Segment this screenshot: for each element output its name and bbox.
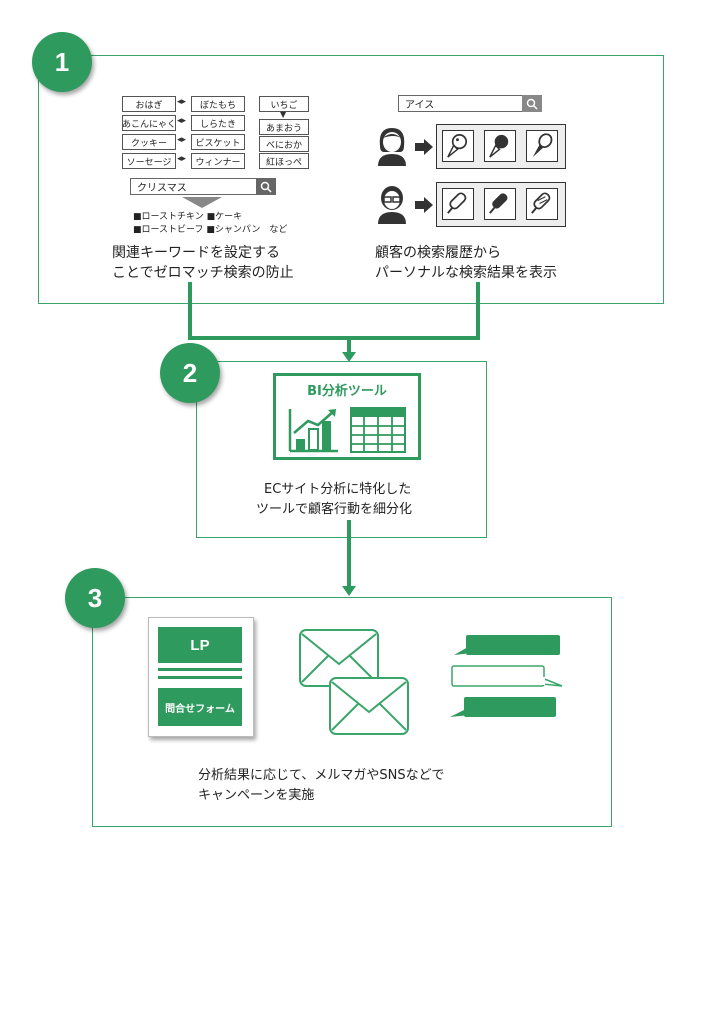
bar-chart-icon bbox=[288, 409, 338, 453]
ice-pop-icon bbox=[447, 192, 467, 214]
step1-caption-left-1: 関連キーワードを設定する bbox=[112, 245, 280, 261]
result-item bbox=[484, 130, 516, 162]
dropdown-triangle-icon bbox=[182, 197, 222, 208]
keyword-wiener: ウィンナー bbox=[191, 153, 245, 169]
search-button bbox=[256, 178, 276, 195]
envelope-icon bbox=[299, 629, 379, 687]
step3-caption-1: 分析結果に応じて、メルマガやSNSなどで bbox=[198, 768, 445, 783]
keyword-sausage: ソーセージ bbox=[122, 153, 176, 169]
chat-bubble-icon bbox=[450, 697, 556, 717]
related-keywords-line1: ■ローストチキン ■ケーキ bbox=[133, 212, 243, 222]
envelope-icon bbox=[329, 677, 409, 735]
step1-caption-left-2: ことでゼロマッチ検索の防止 bbox=[112, 265, 294, 281]
result-item bbox=[526, 188, 558, 220]
keyword-amaou: あまおう bbox=[259, 119, 309, 135]
step1-caption-right-2: パーソナルな検索結果を表示 bbox=[375, 265, 557, 281]
arrow-down-icon bbox=[342, 586, 356, 596]
step1-caption-right-1: 顧客の検索履歴から bbox=[375, 245, 501, 261]
lp-block: LP bbox=[158, 627, 242, 663]
step2-caption-1: ECサイト分析に特化した bbox=[264, 482, 412, 497]
search-input: クリスマス bbox=[130, 178, 258, 195]
double-arrow-icon: ◂▸ bbox=[177, 116, 187, 126]
double-arrow-icon: ◂▸ bbox=[177, 135, 187, 145]
keyword-cookie: クッキー bbox=[122, 134, 176, 150]
result-item bbox=[484, 188, 516, 220]
ice-pop-icon bbox=[531, 192, 551, 214]
search-icon bbox=[260, 181, 272, 193]
woman-avatar-icon bbox=[378, 128, 406, 166]
chat-bubble-icon bbox=[454, 635, 560, 655]
related-keywords-line2: ■ローストビーフ ■シャンパン など bbox=[133, 225, 288, 235]
search-icon bbox=[526, 98, 538, 110]
keyword-ichigo: いちご bbox=[259, 96, 309, 112]
man-avatar-icon bbox=[378, 186, 406, 224]
arrow-right-icon bbox=[415, 197, 433, 213]
form-label: 問合せフォーム bbox=[165, 703, 235, 715]
step2-caption-2: ツールで顧客行動を細分化 bbox=[256, 502, 413, 517]
chat-bubble-icon bbox=[451, 665, 563, 687]
double-arrow-icon: ◂▸ bbox=[177, 154, 187, 164]
result-item bbox=[442, 130, 474, 162]
ice-pop-icon bbox=[489, 193, 508, 214]
result-item bbox=[442, 188, 474, 220]
bi-tool-title: BI分析ツール bbox=[307, 384, 387, 399]
connector-horizontal bbox=[188, 336, 480, 340]
soft-serve-icon bbox=[532, 133, 553, 158]
search-input: アイス bbox=[398, 95, 524, 112]
landing-page-card: LP 問合せフォーム bbox=[148, 617, 254, 737]
keyword-biscuit: ビスケット bbox=[191, 134, 245, 150]
keyword-akonnyaku: あこんにゃく bbox=[122, 115, 176, 131]
bi-tool-card: BI分析ツール bbox=[273, 373, 421, 460]
keyword-benihoppe: 紅ほっぺ bbox=[259, 153, 309, 169]
step3-badge: 3 bbox=[65, 568, 125, 628]
connector-center-down bbox=[347, 336, 351, 354]
bi-tool-header bbox=[276, 376, 418, 400]
keyword-botamochi: ぼたもち bbox=[191, 96, 245, 112]
step3-caption-2: キャンペーンを実施 bbox=[198, 788, 315, 803]
lp-label: LP bbox=[190, 636, 210, 654]
ice-cream-cone-icon bbox=[489, 134, 509, 158]
connector-2-3 bbox=[347, 520, 351, 588]
arrow-right-icon bbox=[415, 139, 433, 155]
connector-right-down bbox=[476, 282, 480, 340]
connector-left-down bbox=[188, 282, 192, 340]
form-block: 問合せフォーム bbox=[158, 688, 242, 726]
spreadsheet-icon bbox=[350, 407, 406, 453]
lp-divider bbox=[158, 676, 242, 679]
down-arrow-icon: ▼ bbox=[280, 110, 287, 119]
lp-divider bbox=[158, 668, 242, 671]
keyword-shirataki: しらたき bbox=[191, 115, 245, 131]
keyword-ohagi: おはぎ bbox=[122, 96, 176, 112]
search-button bbox=[522, 95, 542, 112]
step2-badge: 2 bbox=[160, 343, 220, 403]
ice-cream-cone-icon bbox=[447, 133, 468, 158]
arrow-down-icon bbox=[342, 352, 356, 362]
step1-badge: 1 bbox=[32, 32, 92, 92]
keyword-benioka: べにおか bbox=[259, 136, 309, 152]
double-arrow-icon: ◂▸ bbox=[177, 97, 187, 107]
result-item bbox=[526, 130, 558, 162]
